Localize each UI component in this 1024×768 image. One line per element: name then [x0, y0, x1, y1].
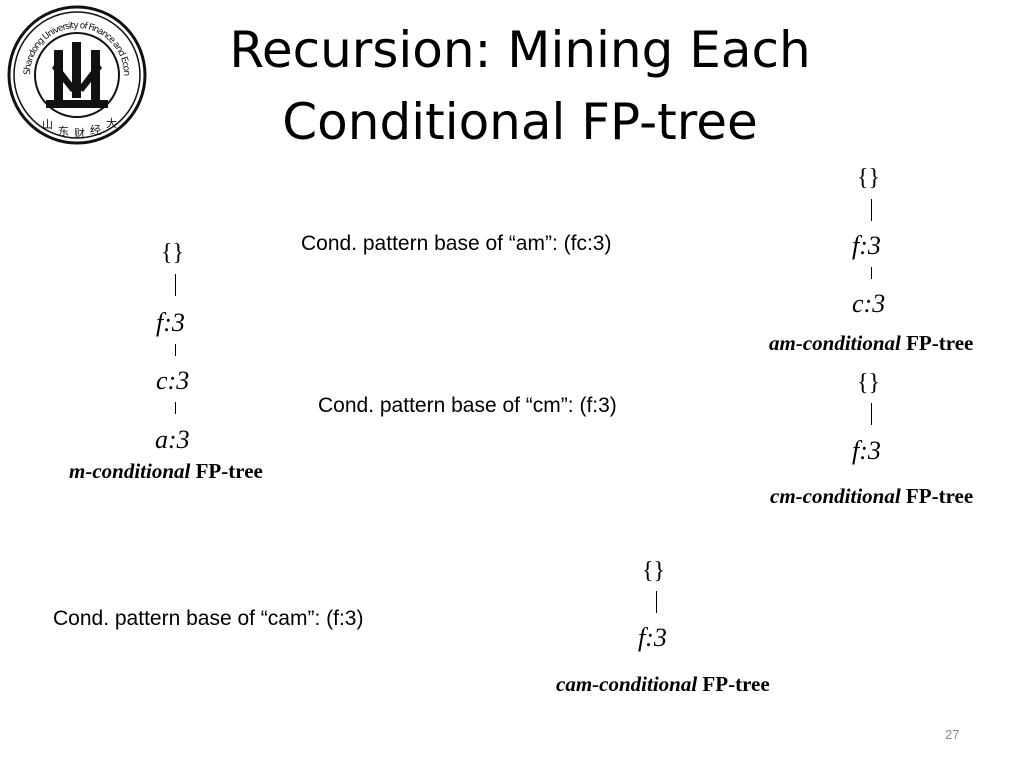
title-line-2: Conditional FP-tree — [282, 93, 758, 151]
cam-tree-node-f: f:3 — [638, 623, 667, 652]
m-tree-root: {} — [161, 240, 185, 266]
m-tree-node-c: c:3 — [156, 366, 190, 395]
am-tree-edge-1 — [871, 199, 872, 221]
cm-tree-caption: cm-conditional FP-tree — [770, 484, 973, 509]
cam-tree-caption-italic: cam-conditional — [556, 672, 698, 696]
am-tree-node-c: c:3 — [852, 289, 886, 318]
m-tree-caption-italic: m-conditional — [69, 459, 191, 483]
cm-tree-edge-1 — [871, 403, 872, 425]
cm-tree-node-f: f:3 — [852, 436, 881, 465]
svg-text:财: 财 — [74, 126, 85, 140]
am-tree-node-f: f:3 — [852, 231, 881, 260]
cam-tree-edge-1 — [656, 591, 657, 613]
svg-text:⼤: ⼤ — [106, 116, 117, 130]
m-tree-edge-3 — [175, 402, 176, 414]
cam-tree-root: {} — [642, 558, 666, 584]
pattern-base-am: Cond. pattern base of “am”: (fc:3) — [301, 232, 612, 255]
university-logo: Shandong University of Finance and Econo… — [2, 0, 148, 146]
cm-tree-root: {} — [857, 370, 881, 396]
m-tree-edge-2 — [175, 344, 176, 356]
cm-tree-caption-italic: cm-conditional — [770, 484, 901, 508]
cm-tree-caption-bold: FP-tree — [900, 484, 974, 508]
svg-text:⼭: ⼭ — [42, 118, 53, 131]
title-line-1: Recursion: Mining Each — [229, 21, 811, 79]
am-tree-caption-italic: am-conditional — [769, 331, 901, 355]
m-tree-edge-1 — [175, 274, 176, 296]
m-tree-caption-bold: FP-tree — [190, 459, 263, 483]
am-tree-caption: am-conditional FP-tree — [769, 331, 973, 356]
pattern-base-cam: Cond. pattern base of “cam”: (f:3) — [53, 607, 364, 630]
pattern-base-cm: Cond. pattern base of “cm”: (f:3) — [318, 394, 617, 417]
cam-tree-caption-bold: FP-tree — [697, 672, 770, 696]
page-number: 27 — [945, 727, 960, 742]
m-tree-node-a: a:3 — [155, 425, 190, 454]
svg-text:东: 东 — [58, 125, 69, 138]
svg-text:经: 经 — [90, 124, 101, 137]
slide-title: Recursion: Mining Each Conditional FP-tr… — [170, 14, 870, 158]
am-tree-edge-2 — [871, 267, 872, 279]
am-tree-caption-bold: FP-tree — [900, 331, 974, 355]
cam-tree-caption: cam-conditional FP-tree — [556, 672, 770, 697]
m-tree-caption: m-conditional FP-tree — [69, 459, 263, 484]
m-tree-node-f: f:3 — [156, 308, 185, 337]
am-tree-root: {} — [857, 165, 881, 191]
